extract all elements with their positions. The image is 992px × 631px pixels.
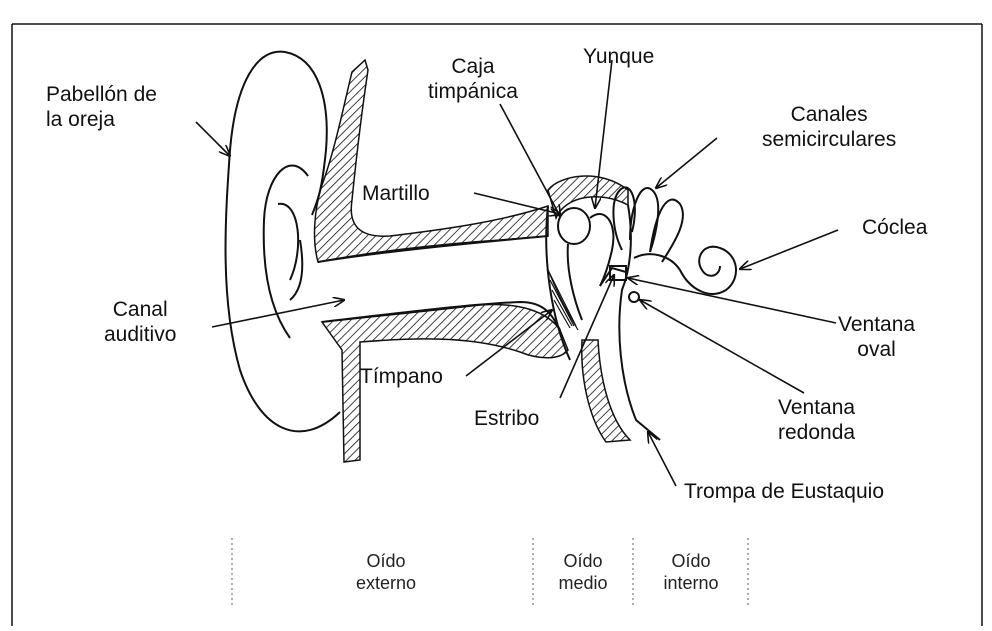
temporal-bone: [315, 60, 630, 462]
arrow-trompa: [648, 432, 676, 486]
inner-ear: [613, 187, 736, 302]
label-timpano: Tímpano: [360, 364, 443, 389]
label-martillo: Martillo: [362, 181, 430, 206]
label-coclea: Cóclea: [862, 215, 927, 240]
label-ventana-oval: Ventana oval: [838, 312, 915, 362]
label-yunque: Yunque: [583, 44, 654, 69]
label-estribo: Estribo: [474, 406, 539, 431]
section-oido-medio: Oído medio: [541, 550, 625, 594]
label-canales: Canales semicirculares: [762, 102, 896, 152]
ossicles: [558, 208, 626, 320]
label-canal-auditivo: Canal auditivo: [104, 297, 176, 347]
label-ventana-redonda: Ventana redonda: [778, 395, 855, 445]
label-trompa: Trompa de Eustaquio: [684, 479, 884, 504]
arrow-ventana-redonda: [640, 300, 804, 393]
section-oido-interno: Oído interno: [641, 550, 741, 594]
section-oido-externo: Oído externo: [326, 550, 446, 594]
arrow-canales: [656, 138, 717, 188]
arrow-martillo: [474, 193, 560, 214]
arrow-coclea: [740, 230, 838, 269]
arrow-pabellon: [196, 122, 230, 156]
label-caja-timpanica: Caja timpánica: [428, 54, 518, 104]
arrow-caja: [500, 104, 560, 216]
label-pabellon: Pabellón de la oreja: [46, 82, 157, 132]
